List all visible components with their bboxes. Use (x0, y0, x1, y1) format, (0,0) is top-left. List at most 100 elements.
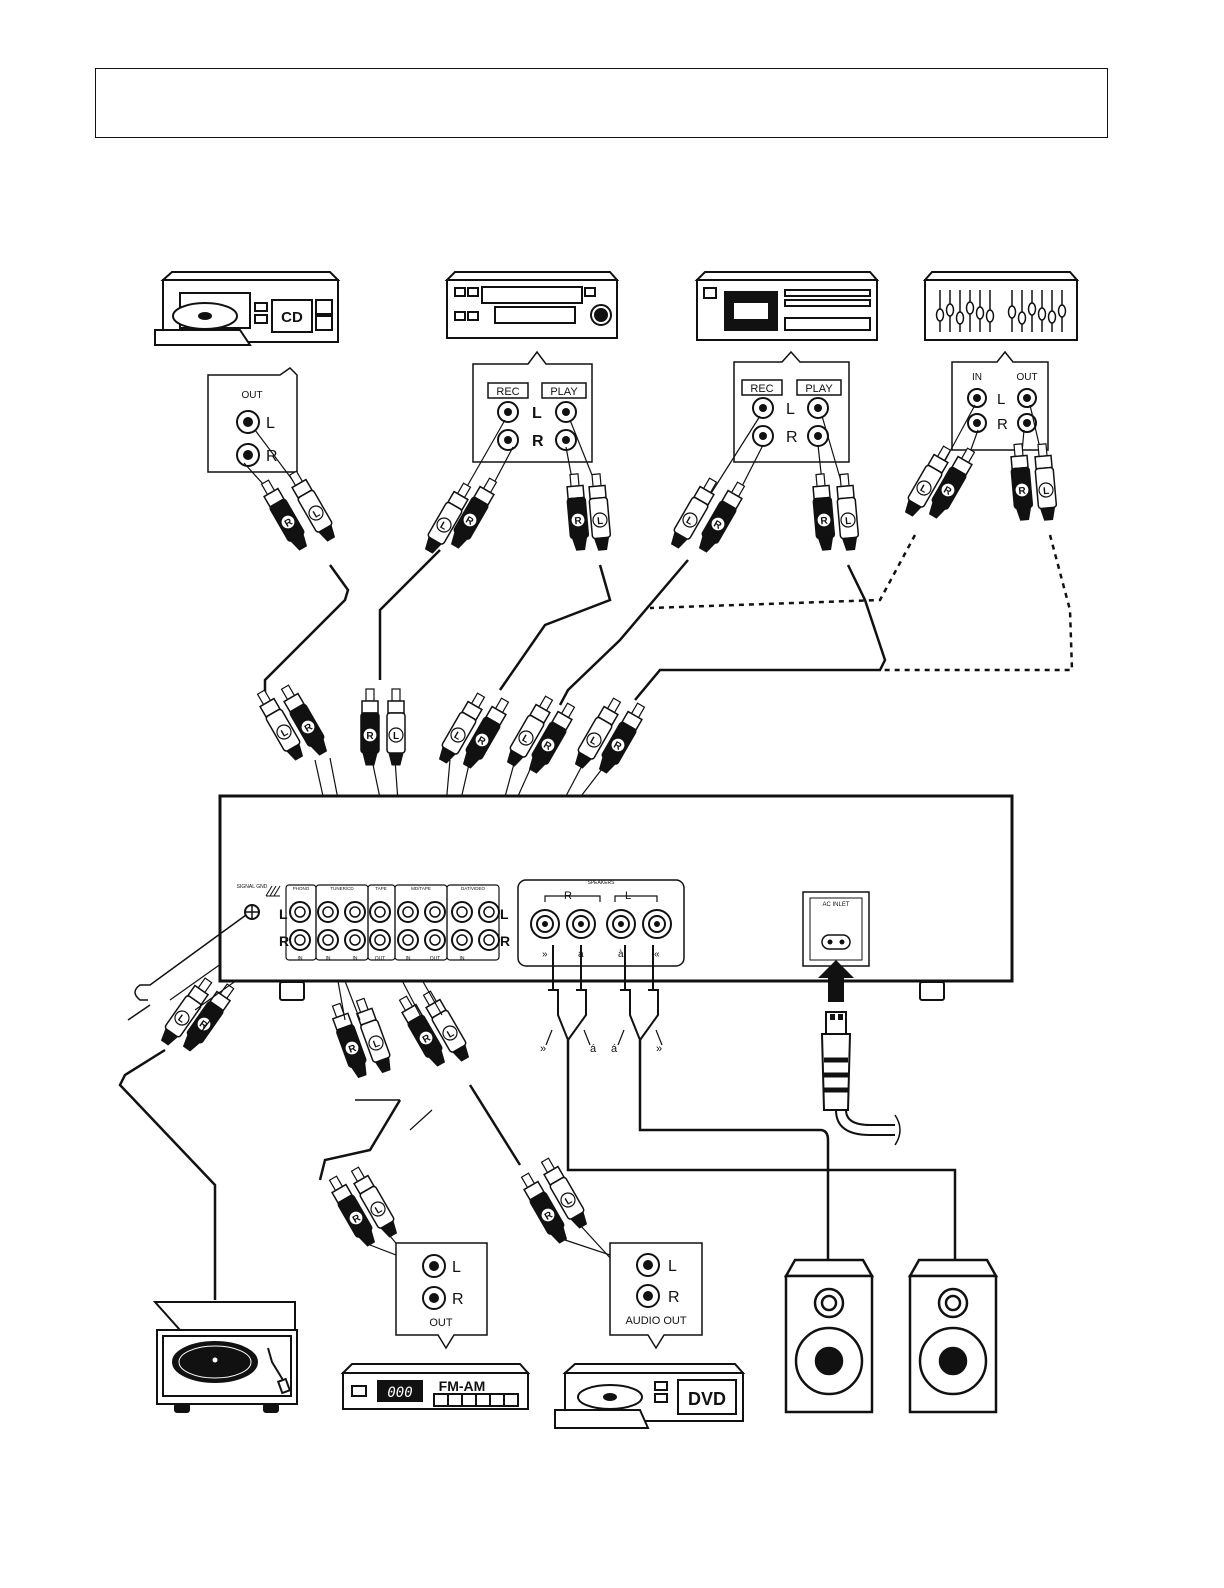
rca-plug-letter: R (1018, 486, 1027, 498)
rca-plug-letter: L (175, 1013, 186, 1026)
signal-gnd-label: SIGNAL GND (237, 884, 268, 890)
cassette-panel: REC PLAY L R (733, 350, 850, 463)
rca-plug[interactable]: R (525, 701, 579, 776)
rca-plug[interactable]: R (811, 473, 836, 551)
rca-plug[interactable]: L (421, 481, 475, 556)
rca-plug-letter: R (574, 516, 583, 528)
rca-plug[interactable]: L (352, 997, 395, 1075)
speaker-left (907, 1258, 999, 1414)
rca-plug[interactable]: L (285, 469, 339, 544)
amp-jack-label: IN (353, 956, 358, 962)
rca-plug-letter: L (845, 516, 852, 527)
rca-plug-letter: L (1043, 486, 1050, 497)
rca-plug[interactable]: L (1033, 443, 1058, 521)
rca-plug[interactable]: R (328, 1002, 371, 1080)
rca-plug[interactable]: R (1009, 443, 1034, 521)
cables-bottom (118, 1048, 522, 1300)
eq-in-label: IN (972, 372, 982, 383)
tuner-out-title: OUT (429, 1317, 453, 1329)
rca-plug[interactable]: R (925, 446, 979, 521)
eq-left-label: L (997, 391, 1005, 408)
rca-plug[interactable]: R (257, 478, 311, 553)
rca-plug-letter: L (445, 1028, 456, 1041)
dvd-left-label: L (668, 1258, 677, 1275)
rca-plug[interactable]: L (347, 1165, 401, 1240)
rca-plug[interactable]: R (277, 683, 331, 758)
amp-jack-label: IN (326, 956, 331, 962)
speaker-cable-mark-3: á (611, 1043, 618, 1055)
rca-plug[interactable]: L (157, 975, 215, 1048)
ac-inlet-label: AC INLET (822, 902, 849, 908)
rca-plug-letter: L (373, 1204, 384, 1217)
tuner-left-label: L (452, 1259, 461, 1276)
md-rec-label: REC (496, 386, 519, 398)
dvd-badge: DVD (688, 1389, 726, 1409)
cassette-deck (694, 271, 880, 341)
speaker-cables: » á á » (540, 945, 957, 1260)
rca-plug[interactable]: L (571, 696, 625, 771)
rca-plug[interactable]: R (360, 688, 380, 766)
rca-plug[interactable]: R (395, 994, 449, 1069)
rca-plug[interactable]: L (587, 473, 612, 551)
speaker-polarity-mark: « (654, 949, 660, 960)
ac-inlet-socket-icon[interactable] (821, 934, 851, 950)
rca-plug[interactable]: R (447, 476, 501, 551)
dvd-out-panel: L R AUDIO OUT (609, 1242, 703, 1350)
rca-plug-letter: L (452, 730, 463, 743)
amp-input-group-label: TAPE (375, 886, 386, 891)
rca-plug[interactable]: R (517, 1171, 571, 1246)
amp-jack-label: IN (298, 956, 303, 962)
rca-plug-letter: L (588, 735, 599, 748)
cd-badge: CD (281, 309, 303, 326)
rca-plug[interactable]: L (835, 473, 860, 551)
rca-plug-letter: L (279, 727, 290, 740)
amp-left-label: L (279, 906, 288, 922)
amp-input-group-label: TUNER/CD (330, 886, 354, 891)
rca-plug[interactable]: R (565, 473, 590, 551)
equalizer (922, 271, 1080, 341)
rca-plug[interactable]: L (537, 1156, 591, 1231)
md-right-label: R (532, 433, 544, 450)
rca-plug-letter: L (918, 483, 929, 496)
rca-plug[interactable]: L (901, 444, 955, 519)
amp-jack-label: OUT (430, 956, 441, 962)
rca-plug[interactable]: R (325, 1174, 379, 1249)
cassette-left-label: L (786, 401, 795, 418)
cd-right-label: R (266, 448, 278, 465)
rca-plug-letter: R (820, 516, 829, 528)
amp-right-label: R (279, 933, 289, 949)
rca-plug-letter: L (597, 516, 604, 527)
amp-jack-label: IN (406, 956, 411, 962)
amp-input-group-label: MD/TAPE (411, 886, 431, 891)
rca-plug-letter: L (372, 1038, 382, 1050)
rca-plug[interactable]: L (503, 694, 557, 769)
rca-plug[interactable]: R (595, 701, 649, 776)
cd-out-panel: OUT L R (207, 367, 298, 473)
md-recorder (444, 271, 620, 339)
rca-plug[interactable]: L (419, 989, 473, 1064)
cassette-right-label: R (786, 429, 798, 446)
power-cord (818, 960, 901, 1146)
rca-plug[interactable]: L (435, 691, 489, 766)
rca-plug[interactable]: L (253, 688, 307, 763)
rca-plug[interactable]: R (459, 696, 513, 771)
speakers-l-label: L (625, 890, 631, 902)
rca-plug[interactable]: R (695, 480, 749, 555)
amp-jack-label: IN (460, 956, 465, 962)
md-panel: REC PLAY L R (472, 350, 593, 463)
rca-plug[interactable]: L (667, 476, 721, 551)
equalizer-panel: IN OUT L R (951, 350, 1049, 451)
md-left-label: L (532, 405, 542, 422)
rca-plug-letter: L (684, 515, 695, 528)
amp-right-label-2: R (500, 933, 510, 949)
amp-input-group-label: DAT/VIDEO (461, 886, 485, 891)
speaker-cable-mark-4: » (656, 1043, 662, 1055)
speaker-polarity-mark: à (618, 949, 624, 960)
rca-plug[interactable]: L (386, 688, 406, 766)
speaker-cable-mark-1: » (540, 1043, 546, 1055)
rca-plug-letter: R (366, 731, 374, 742)
speakers-r-label: R (564, 890, 572, 902)
amp-input-group-label: PHONO (293, 886, 310, 891)
rca-plug-letter: L (393, 731, 399, 742)
